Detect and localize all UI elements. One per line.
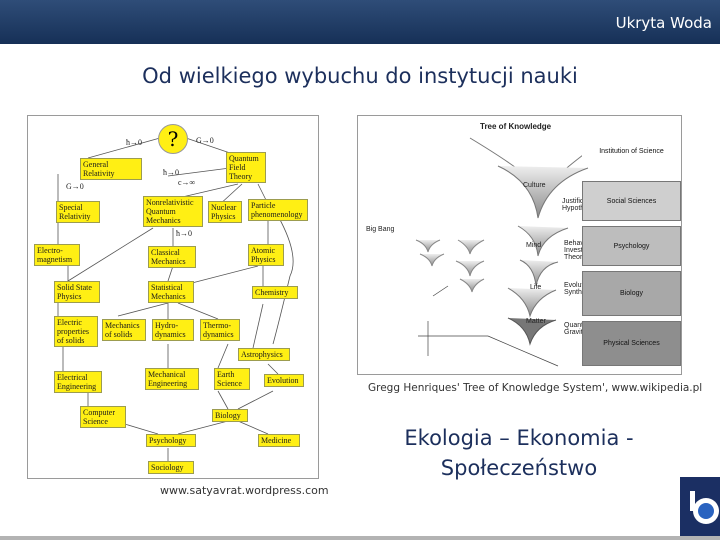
science-map-figure: ? ħ→0 G→0 ħ→0 c→∞ G→0 ħ→0 General Relati… [27, 115, 319, 479]
edge-label: ħ→0 [176, 229, 192, 238]
brand-label: Ukryta Woda [615, 14, 712, 32]
slide-title: Od wielkiego wybuchu do instytucji nauki [142, 64, 578, 88]
node-particle-phenomenology: Particle phenomenology [248, 199, 308, 221]
life-label: Life [530, 284, 542, 291]
node-nonrelativistic-qm: Nonrelativistic Quantum Mechanics [143, 196, 203, 227]
node-thermodynamics: Thermo-dynamics [200, 319, 240, 341]
band-social-sciences: Social Sciences [582, 181, 681, 221]
logo-mark-icon [690, 491, 719, 524]
slide-subtitle: Ekologia – Ekonomia - Społeczeństwo [404, 426, 634, 480]
node-chemistry: Chemistry [252, 286, 298, 299]
header-bar: Ukryta Woda [0, 0, 720, 44]
node-mechanical-engineering: Mechanical Engineering [145, 368, 199, 390]
node-statistical-mechanics: Statistical Mechanics [148, 281, 194, 303]
node-general-relativity: General Relativity [80, 158, 142, 180]
left-figure-caption: www.satyavrat.wordpress.com [160, 484, 329, 497]
node-biology: Biology [212, 409, 248, 422]
mind-label: Mind [526, 242, 542, 249]
tree-of-knowledge-figure: Tree of Knowledge Big Bang Cultur [357, 115, 682, 375]
node-classical-mechanics: Classical Mechanics [148, 246, 196, 268]
node-medicine: Medicine [258, 434, 300, 447]
matter-label: Matter [526, 318, 546, 325]
big-bang-label: Big Bang [366, 226, 395, 233]
tree-cones [415, 137, 607, 367]
node-evolution: Evolution [264, 374, 304, 387]
node-electromagnetism: Electro-magnetism [34, 244, 80, 266]
node-mechanics-of-solids: Mechanics of solids [102, 319, 146, 341]
edge-label: G→0 [66, 182, 84, 191]
node-solid-state-physics: Solid State Physics [54, 281, 100, 303]
institution-logo [680, 477, 720, 540]
band-institution-of-science: Institution of Science [582, 136, 681, 166]
bottom-bar [0, 536, 720, 540]
node-earth-science: Earth Science [214, 368, 250, 390]
node-electric-properties: Electric properties of solids [54, 316, 98, 347]
right-figure-caption: Gregg Henriques' Tree of Knowledge Syste… [368, 382, 703, 394]
tree-title: Tree of Knowledge [480, 122, 552, 131]
node-computer-science: Computer Science [80, 406, 126, 428]
node-astrophysics: Astrophysics [238, 348, 290, 361]
quantum-gravity-label: Quantum Gravity [564, 322, 593, 336]
unknown-theory-node: ? [158, 124, 188, 154]
band-psychology: Psychology [582, 226, 681, 266]
behavioral-label: Behavioral Investment Theory [564, 240, 598, 261]
edge-label: c→∞ [178, 178, 196, 187]
node-sociology: Sociology [148, 461, 194, 474]
node-nuclear-physics: Nuclear Physics [208, 201, 242, 223]
culture-label: Culture [523, 182, 546, 189]
node-electrical-engineering: Electrical Engineering [54, 371, 102, 393]
node-special-relativity: Special Relativity [56, 201, 100, 223]
node-psychology: Psychology [146, 434, 196, 447]
node-quantum-field-theory: Quantum Field Theory [226, 152, 266, 183]
edge-label: ħ→0 [126, 138, 142, 147]
edge-label: G→0 [196, 136, 214, 145]
band-physical-sciences: Physical Sciences [582, 321, 681, 366]
node-hydrodynamics: Hydro-dynamics [152, 319, 194, 341]
band-biology: Biology [582, 271, 681, 316]
justification-label: Justification Hypothesis [562, 198, 599, 212]
science-map-arrows [57, 137, 294, 461]
node-atomic-physics: Atomic Physics [248, 244, 284, 266]
edge-label: ħ→0 [163, 168, 179, 177]
